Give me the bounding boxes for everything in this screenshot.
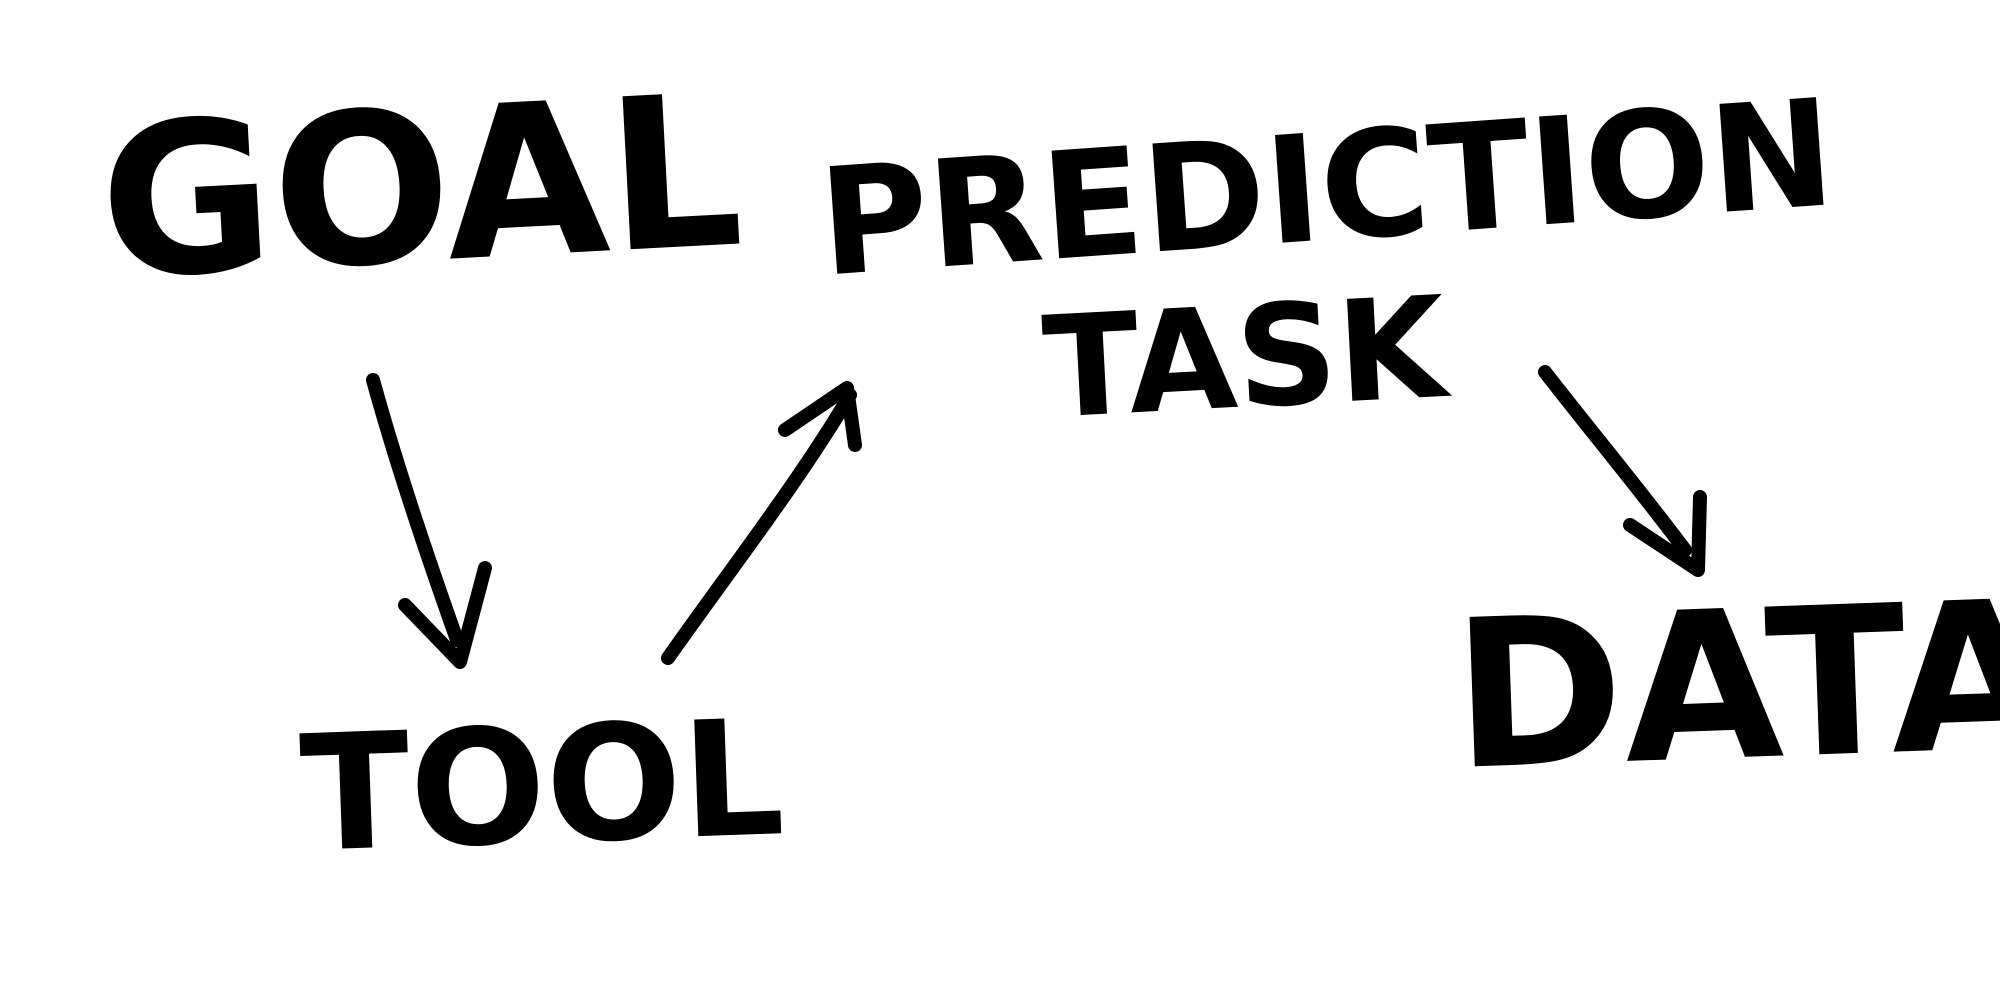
arrow-tool-to-prediction-head: [778, 381, 862, 452]
arrow-goal-to-tool: [366, 373, 492, 669]
arrow-goal-to-tool-shaft: [366, 373, 464, 647]
arrow-tool-to-prediction: [661, 381, 862, 665]
arrow-prediction-to-data: [1538, 365, 1707, 577]
arrow-prediction-to-data-shaft: [1538, 365, 1692, 557]
arrow-tool-to-prediction-shaft: [661, 388, 857, 665]
arrow-goal-to-tool-head: [398, 561, 492, 669]
arrow-prediction-to-data-head: [1623, 490, 1707, 577]
